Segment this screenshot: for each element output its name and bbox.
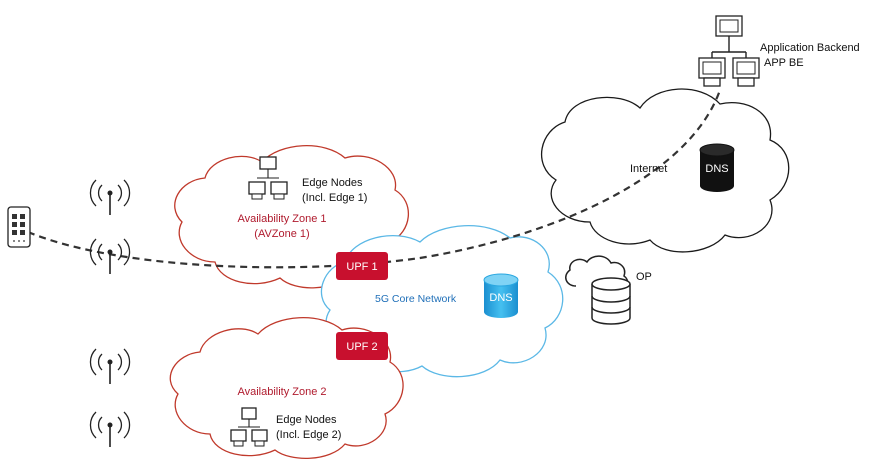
upf-2-label: UPF 2: [346, 341, 377, 353]
5g-core-network-label: 5G Core Network: [375, 293, 457, 305]
cloud-database-icon: [565, 255, 631, 325]
computer-network-icon: [248, 156, 288, 200]
smartphone-icon: [7, 206, 31, 248]
edge-nodes-2-label: Edge Nodes: [276, 414, 337, 426]
edge-nodes-1-sublabel: (Incl. Edge 1): [302, 192, 367, 204]
internet-dns-label: DNS: [705, 163, 728, 175]
upf-1-box: [336, 252, 388, 280]
internet-label: Internet: [630, 163, 667, 175]
dashed-connection-line: [27, 89, 722, 269]
edge-nodes-2-sublabel: (Incl. Edge 2): [276, 429, 341, 441]
computer-network-icon: [230, 407, 268, 447]
app-backend-short-label: APP BE: [764, 57, 804, 69]
availability-zone-1-label: Availability Zone 1: [237, 213, 326, 225]
antenna-icon: [89, 238, 131, 274]
availability-zone-2-label: Availability Zone 2: [237, 386, 326, 398]
core-dns-label: DNS: [489, 292, 512, 304]
database-icon: [699, 143, 735, 192]
app-backend-label: Application Backend: [760, 42, 860, 54]
internet-cloud: [540, 88, 790, 253]
antenna-icon: [89, 348, 131, 384]
upf-1-label: UPF 1: [346, 261, 377, 273]
antenna-icon: [89, 179, 131, 215]
edge-nodes-1-label: Edge Nodes: [302, 177, 363, 189]
upf-2-box: [336, 332, 388, 360]
op-label: OP: [636, 271, 652, 283]
antenna-icon: [89, 411, 131, 447]
availability-zone-1-sublabel: (AVZone 1): [254, 228, 309, 240]
database-icon: [483, 273, 519, 318]
computer-network-icon: [698, 15, 760, 87]
